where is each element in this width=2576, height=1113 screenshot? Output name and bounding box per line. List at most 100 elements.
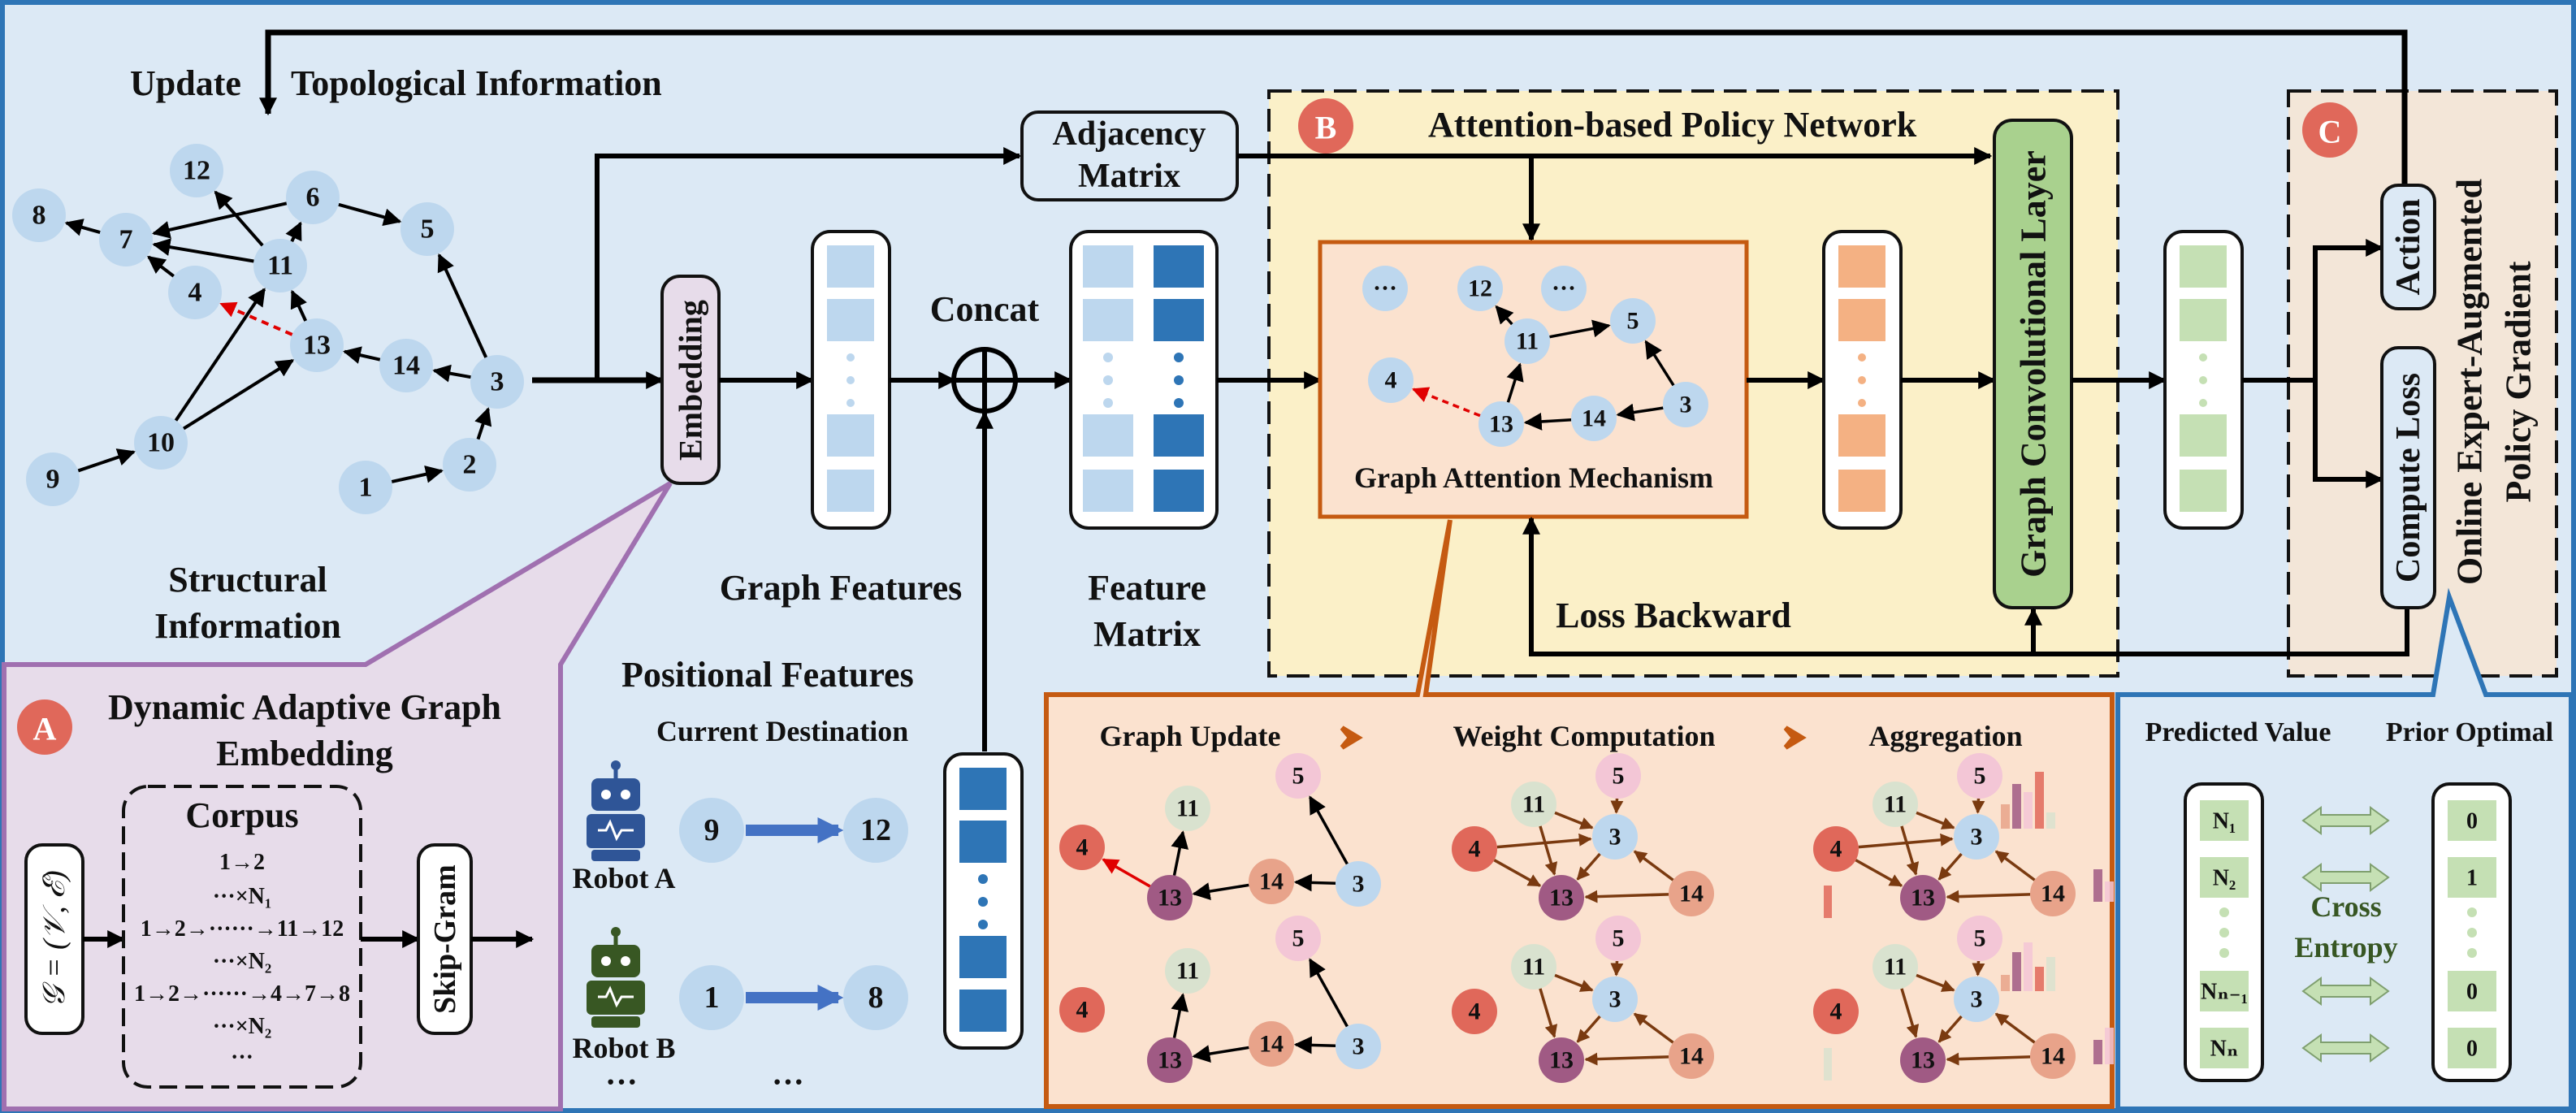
feature-matrix-dot (1174, 375, 1184, 385)
graph-edge (290, 289, 308, 322)
detail-node-5-3-circle (1954, 977, 1999, 1022)
feature-matrix-dot (1174, 398, 1184, 408)
graph-edge (182, 358, 295, 431)
detail-node-4-13-circle (1900, 875, 1946, 920)
robot-b-icon (587, 927, 645, 1028)
attention-node-5-label: 4 (1385, 367, 1397, 394)
graph-edge (1916, 811, 1955, 829)
graph-edge (77, 448, 136, 473)
robots-more-left: ··· (605, 1063, 638, 1100)
attention-node-3-label: 11 (1516, 328, 1539, 355)
graph-edge (1192, 882, 1249, 900)
graph-edge (1633, 850, 1674, 881)
detail-node-4-4-label: 4 (1830, 836, 1842, 863)
topology-node-7-circle (99, 213, 153, 266)
feature-matrix-dot (1103, 353, 1113, 362)
detail-node-1-11-label: 11 (1176, 958, 1199, 985)
aggregation-label: Aggregation (1868, 720, 2022, 752)
topology-node-1-label: 1 (359, 473, 373, 503)
weight-bar-icon (2001, 975, 2010, 991)
gfCells-ellipsis-dot (846, 353, 855, 362)
attention-node-2-circle (1541, 266, 1587, 311)
detail-node-3-13-circle (1539, 1037, 1584, 1083)
graph-edge (338, 202, 402, 226)
graph-edge (1972, 798, 1985, 814)
corpus-line: 1→2→······→11→12 (141, 916, 344, 942)
graph-edge (1523, 412, 1572, 431)
attention-node-0-circle (1362, 266, 1408, 311)
topology-node-8-label: 8 (32, 201, 46, 231)
graph-edge (1192, 1045, 1249, 1063)
detail-node-5-11-label: 11 (1884, 954, 1907, 981)
weight-bar-icon (2046, 812, 2055, 829)
feature-matrix-cell-dark (1154, 470, 1204, 512)
weight-bar-icon (2012, 952, 2021, 991)
gvCells-cell (2180, 470, 2227, 512)
positional-cell (959, 821, 1007, 863)
corpus-line: 1→2 (219, 850, 265, 875)
detail-node-5-5-label: 5 (1974, 925, 1986, 952)
graph-edge (147, 255, 175, 278)
detail-node-2-13-circle (1539, 875, 1584, 920)
corpus-line: 1→2→······→4→7→8 (134, 981, 350, 1007)
gfCells-cell (827, 470, 874, 512)
attention-node-8-circle (1663, 382, 1708, 427)
topology-node-5-label: 5 (421, 214, 435, 245)
detail-node-2-11-circle (1511, 782, 1556, 827)
panel-a-badge (17, 699, 72, 755)
detail-node-4-11-circle (1872, 782, 1918, 827)
gvCells-ellipsis-dot (2199, 353, 2207, 362)
graph-edge (1549, 319, 1611, 339)
topology-node-3-label: 3 (491, 367, 504, 397)
topology-node-11-circle (253, 239, 307, 292)
optimal-cell-label: 0 (2466, 980, 2478, 1005)
detail-node-3-13-label: 13 (1549, 1047, 1574, 1074)
graph-edge (1855, 859, 1903, 887)
corpus-lines: 1→2···×N₁1→2→······→11→12···×N₂1→2→·····… (134, 850, 350, 1070)
detail-node-0-3-circle (1336, 861, 1381, 907)
graph-update-label: Graph Update (1099, 720, 1280, 752)
ovCells-cell (1838, 299, 1885, 341)
detail-node-1-11-circle (1165, 948, 1210, 994)
weight-bar-icon (2035, 772, 2044, 829)
topology-node-12-circle (170, 144, 223, 197)
detail-node-2-13-label: 13 (1549, 885, 1574, 912)
predicted-dot (2219, 948, 2229, 958)
detail-node-5-4-circle (1813, 989, 1859, 1034)
graph-edge (342, 346, 381, 364)
gcl-label: Graph Convolutional Layer (2014, 150, 2054, 578)
feature-matrix-cell-dark (1154, 299, 1204, 341)
detail-node-0-5-circle (1275, 753, 1321, 799)
graph-edge (1554, 811, 1594, 829)
topology-node-6-label: 6 (306, 183, 320, 213)
feature-matrix-cells (1083, 245, 1204, 512)
robot-a-to-label: 12 (860, 813, 891, 847)
detail-node-4-4-circle (1813, 826, 1859, 872)
panel-c-title: Online Expert-Augmented (2450, 179, 2490, 585)
gvCells-ellipsis-dot (2199, 376, 2207, 384)
ovCells-cell (1838, 414, 1885, 457)
weight-bar-icon (2046, 957, 2055, 991)
detail-node-4-5-circle (1957, 753, 2002, 799)
detail-node-0-14-label: 14 (1259, 868, 1284, 895)
detail-node-3-5-label: 5 (1613, 925, 1625, 952)
detail-node-2-4-circle (1452, 826, 1497, 872)
detail-node-3-11-label: 11 (1522, 954, 1545, 981)
graph-edge (1539, 988, 1558, 1038)
detail-node-0-11-circle (1165, 786, 1210, 831)
weight-bar-icon (2024, 942, 2033, 991)
feature-matrix-cell-light (1083, 245, 1133, 288)
loss-backward-label: Loss Backward (1556, 595, 1791, 635)
topology-node-8-circle (12, 188, 66, 242)
optimal-cell-label: 0 (2466, 1037, 2478, 1062)
graph-edge (1584, 1052, 1669, 1066)
embedding-label: Embedding (673, 300, 709, 461)
detail-node-0-13-circle (1147, 875, 1193, 920)
topology-node-11-label: 11 (267, 251, 293, 281)
detail-node-1-3-label: 3 (1353, 1033, 1365, 1060)
panel-a-title: Dynamic Adaptive Graph (108, 687, 501, 727)
topology-node-10-label: 10 (147, 428, 175, 458)
